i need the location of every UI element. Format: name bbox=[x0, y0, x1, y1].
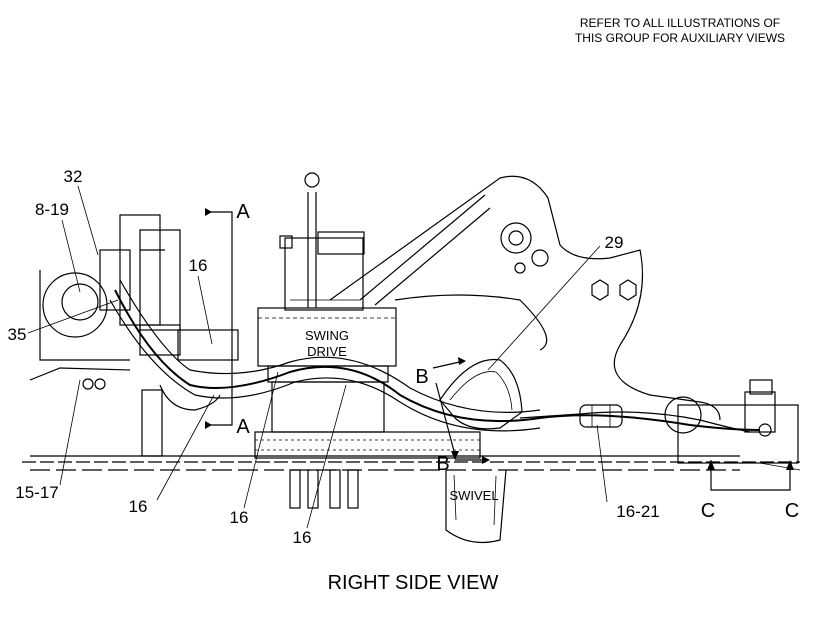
section-b-bottom-label: B bbox=[436, 453, 449, 475]
right-fitting-block bbox=[744, 379, 776, 437]
callout-16-lower-mid: 16 bbox=[230, 508, 249, 527]
section-a-top-label: A bbox=[236, 201, 250, 223]
section-a-bottom-label: A bbox=[236, 416, 250, 438]
leader-lines bbox=[27, 185, 608, 529]
callout-35: 35 bbox=[8, 325, 27, 344]
callout-15-17: 15-17 bbox=[15, 483, 58, 502]
boom-frame bbox=[329, 175, 721, 434]
note-line-1: REFER TO ALL ILLUSTRATIONS OF bbox=[580, 16, 780, 30]
section-c-right-label: C bbox=[785, 500, 799, 522]
callout-29: 29 bbox=[605, 233, 624, 252]
swivel: SWIVEL bbox=[445, 469, 507, 543]
frame-base bbox=[22, 404, 801, 471]
callout-16-lower-left: 16 bbox=[129, 497, 148, 516]
swing-drive-label-line1: SWING bbox=[305, 328, 349, 343]
hose-bundle bbox=[109, 279, 761, 433]
note-line-2: THIS GROUP FOR AUXILIARY VIEWS bbox=[575, 31, 785, 45]
hose-guard bbox=[579, 404, 623, 428]
section-b-top-label: B bbox=[415, 366, 428, 388]
callout-32: 32 bbox=[64, 167, 83, 186]
callout-16-lower-right: 16 bbox=[293, 528, 312, 547]
swing-drive-label-line2: DRIVE bbox=[307, 344, 347, 359]
callout-16-21: 16-21 bbox=[616, 502, 659, 521]
section-line-c: C C bbox=[701, 460, 799, 522]
section-line-b: B B bbox=[415, 357, 490, 475]
swivel-label: SWIVEL bbox=[449, 488, 498, 503]
swing-drive: SWING DRIVE bbox=[257, 172, 397, 433]
view-caption: RIGHT SIDE VIEW bbox=[328, 572, 499, 594]
section-c-left-label: C bbox=[701, 500, 715, 522]
control-valve-cluster bbox=[29, 214, 239, 457]
section-line-a: A A bbox=[205, 201, 250, 438]
callout-16-upper: 16 bbox=[189, 256, 208, 275]
callout-8-19: 8-19 bbox=[35, 200, 69, 219]
hose-clamp-loop bbox=[439, 358, 523, 430]
swing-bearing bbox=[254, 431, 481, 509]
